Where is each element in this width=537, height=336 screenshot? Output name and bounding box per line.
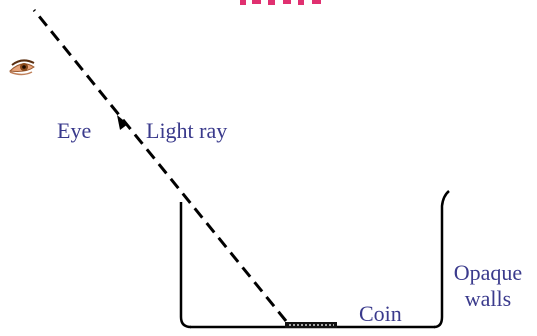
- opaque-walls-label-line1: Opaque: [446, 260, 530, 286]
- light-ray-line: [34, 10, 286, 321]
- eye-label: Eye: [57, 118, 91, 144]
- light-ray-label: Light ray: [146, 118, 227, 144]
- vessel: [181, 191, 449, 327]
- opaque-walls-label: Opaque walls: [446, 260, 530, 312]
- cropped-top-text: [240, 0, 321, 5]
- vessel-left-wall: [181, 202, 191, 327]
- opaque-walls-label-line2: walls: [446, 286, 530, 312]
- coin: [285, 322, 337, 328]
- coin-label: Coin: [359, 301, 402, 327]
- eye-icon: [10, 60, 34, 74]
